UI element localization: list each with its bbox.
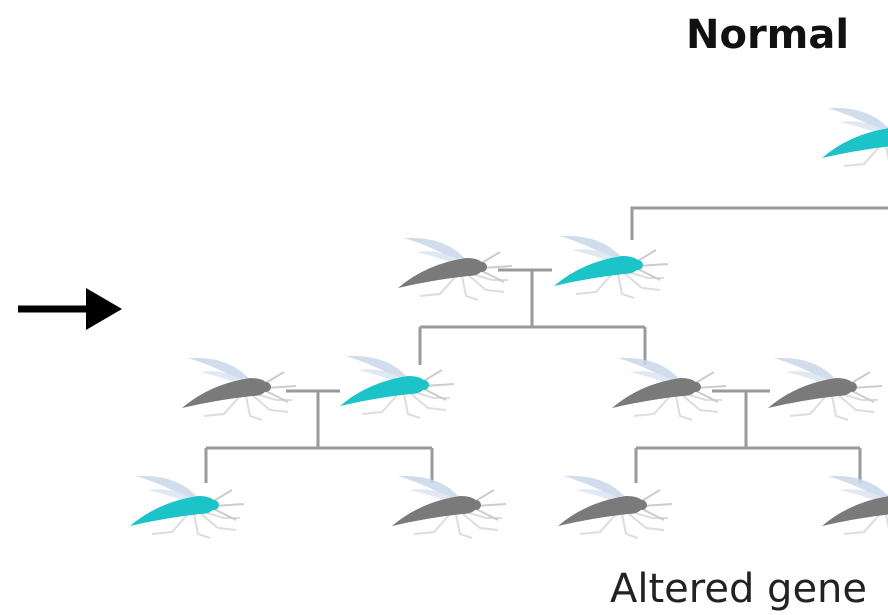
mosquito-normal-icon <box>181 356 297 421</box>
mosquito-altered-icon <box>129 474 245 539</box>
mosquito-altered-icon <box>553 234 669 299</box>
mosquito-normal-icon <box>767 356 883 421</box>
mosquito-normal-icon <box>557 474 673 539</box>
lineage-lines <box>204 206 888 483</box>
right-arrow-icon <box>18 288 122 330</box>
mosquito-normal-icon <box>611 356 727 421</box>
mosquito-altered-icon <box>339 354 455 419</box>
mosquito-altered-icon <box>821 106 888 171</box>
diagram-caption: Altered gene <box>610 566 868 612</box>
mosquito-normal-icon <box>821 474 888 539</box>
mosquito-normal-icon <box>397 236 513 301</box>
diagram-title: Normal <box>686 12 850 58</box>
mosquito-normal-icon <box>391 474 507 539</box>
